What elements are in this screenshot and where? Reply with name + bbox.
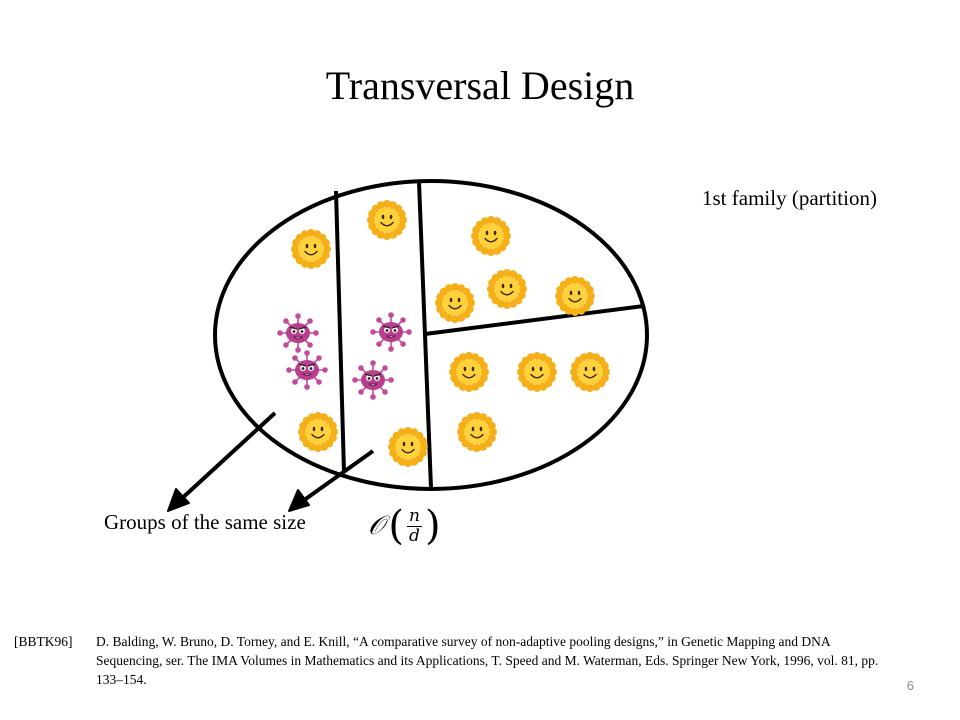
universe-ellipse [213,179,649,491]
reference: [BBTK96] D. Balding, W. Bruno, D. Torney… [14,632,894,689]
big-o-formula: 𝒪 ( n d ) [368,506,441,546]
fraction-denominator: d [409,525,420,546]
family-label: 1st family (partition) [702,186,877,210]
partition-line-1 [334,190,346,473]
arrow-shaft-1 [176,411,277,504]
sun-smiley-icon [554,275,596,317]
sun-smiley-icon [434,282,476,324]
virus-icon [352,360,394,400]
fraction: n d [407,505,422,546]
sun-smiley-icon [486,268,528,310]
arrow-shaft-2 [298,449,375,505]
reference-text: D. Balding, W. Bruno, D. Torney, and E. … [96,634,879,687]
arrow-head-1 [167,488,190,512]
sun-smiley-icon [470,215,512,257]
right-paren: ) [424,503,441,549]
sun-smiley-icon [516,351,558,393]
sun-smiley-icon [290,228,332,270]
sun-smiley-icon [366,199,408,241]
groups-label: Groups of the same size [104,510,306,534]
left-paren: ( [388,503,404,549]
virus-icon [277,313,319,353]
sun-smiley-icon [448,351,490,393]
big-o-symbol: 𝒪 [368,510,385,541]
reference-tag: [BBTK96] [14,634,73,649]
sun-smiley-icon [569,351,611,393]
partition-line-2 [417,181,433,489]
fraction-numerator: n [407,505,422,527]
slide-title: Transversal Design [325,63,635,108]
page-number: 6 [906,678,914,693]
sun-smiley-icon [297,411,339,453]
virus-icon [286,350,328,390]
sun-smiley-icon [456,411,498,453]
virus-icon [370,312,412,352]
sun-smiley-icon [387,426,429,468]
arrow-head-2 [288,489,310,512]
partition-line-3 [424,304,645,336]
